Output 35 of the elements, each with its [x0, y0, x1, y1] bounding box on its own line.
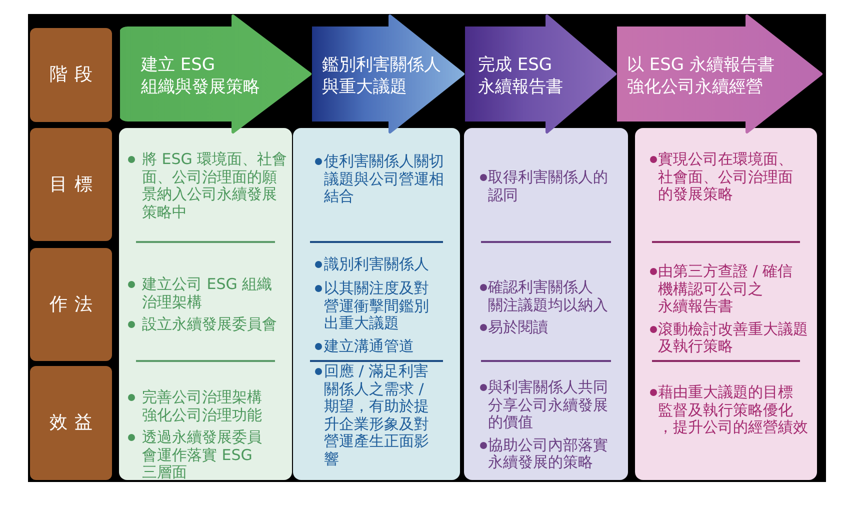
stage-card — [464, 128, 628, 480]
stage-title: 鑑別利害關係人與重大議題 — [322, 54, 441, 98]
stage-title: 以 ESG 永續報告書強化公司永續經營 — [627, 54, 775, 98]
stage-card — [119, 128, 292, 480]
bullet-text: 將 ESG 環境面、社會面、公司治理面的願景納入公司永續發展策略中 — [142, 151, 288, 221]
stage-title: 完成 ESG永續報告書 — [478, 54, 563, 98]
stage-card — [293, 128, 460, 480]
bullet-text: 使利害關係人關切議題與公司營運相結合 — [324, 153, 444, 206]
bullet-text: 透過永續發展委員會運作落實 ESG三層面 — [142, 429, 262, 482]
stage-title: 建立 ESG組織與發展策略 — [141, 54, 260, 98]
bullet-text: 回應 / 滿足利害關係人之需求 / 期望，有助於提升企業形象及對營運產生正面影響 — [324, 363, 429, 468]
stage-card — [635, 128, 817, 480]
bullet-text: 協助公司內部落實永續發展的策略 — [488, 436, 608, 472]
row-header: 效益 — [30, 366, 112, 480]
bullet-text: 由第三方查證 / 確信機構認可公司之永續報告書 — [658, 263, 793, 316]
bullet-text: 取得利害關係人的認同 — [488, 169, 608, 204]
row-header: 作法 — [30, 248, 112, 361]
bullet-text: 藉由重大議題的目標監督及執行策略優化，提升公司的經營績效 — [658, 384, 808, 436]
bullet-text: 滾動檢討改善重大議題及執行策略 — [658, 320, 808, 356]
bullet-text: 建立溝通管道 — [324, 338, 414, 355]
stage-banner — [617, 14, 823, 134]
bullet-text: 易於閱讀 — [488, 319, 548, 336]
bullet-text: 設立永續發展委員會 — [142, 316, 277, 334]
stage-banner — [465, 14, 617, 134]
bullet-text: 建立公司 ESG 組織治理架構 — [142, 276, 272, 311]
bullet-text: 以其關注度及對營運衝擊間鑑別出重大議題 — [324, 280, 429, 332]
stage-banner — [120, 14, 312, 134]
bullet-text: 完善公司治理架構強化公司治理功能 — [142, 389, 262, 424]
row-header: 目標 — [30, 128, 112, 241]
bullet-text: 實現公司在環境面、社會面、公司治理面的發展策略 — [658, 151, 793, 204]
bullet-text: 與利害關係人共同分享公司永續發展的價值 — [488, 379, 608, 432]
bullet-text: 確認利害關係人關注議題均以納入 — [488, 279, 608, 314]
row-header: 階段 — [30, 28, 112, 122]
stage-banner — [312, 14, 465, 134]
bullet-text: 識別利害關係人 — [324, 256, 429, 274]
